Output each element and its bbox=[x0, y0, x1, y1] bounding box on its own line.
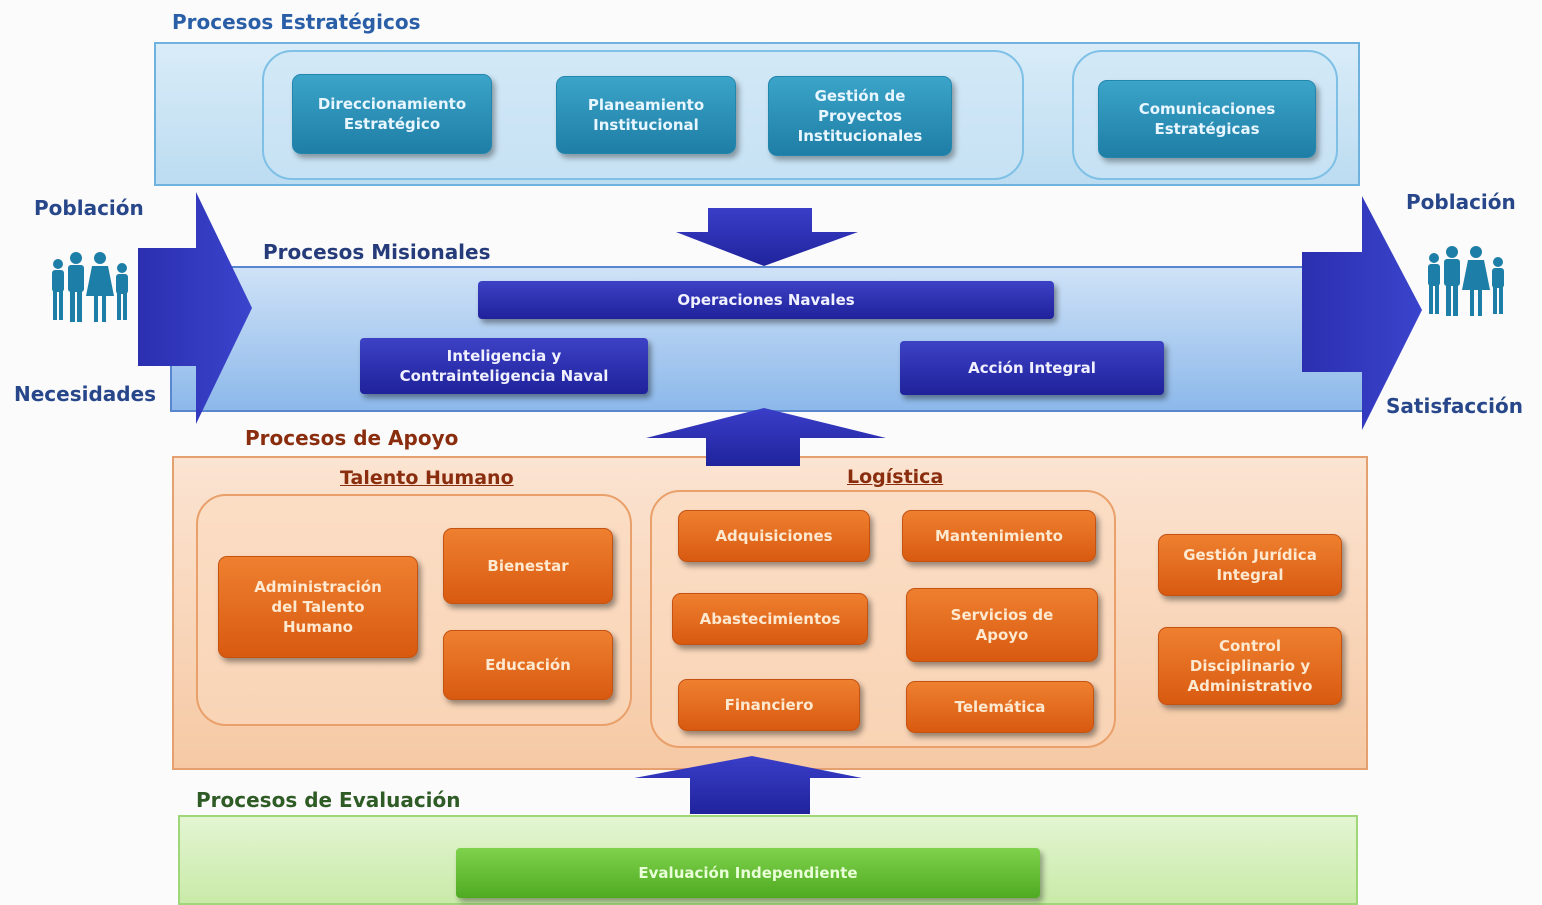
box-operaciones-navales: Operaciones Navales bbox=[478, 281, 1054, 319]
left-top-label: Población bbox=[34, 196, 144, 220]
support-title: Procesos de Apoyo bbox=[245, 426, 459, 450]
box-accion-integral: Acción Integral bbox=[900, 341, 1164, 395]
support-to-mission-arrow bbox=[646, 408, 886, 466]
output-arrow bbox=[1302, 196, 1422, 430]
right-top-label: Población bbox=[1406, 190, 1516, 214]
box-educacion: Educación bbox=[443, 630, 613, 700]
box-evaluacion-independiente: Evaluación Independiente bbox=[456, 848, 1040, 898]
input-arrow bbox=[138, 192, 252, 424]
evaluation-to-support-arrow bbox=[634, 756, 862, 814]
strategic-title: Procesos Estratégicos bbox=[172, 10, 421, 34]
box-bienestar: Bienestar bbox=[443, 528, 613, 604]
box-adquisiciones: Adquisiciones bbox=[678, 510, 870, 562]
evaluation-title: Procesos de Evaluación bbox=[196, 788, 461, 812]
left-bottom-label: Necesidades bbox=[14, 382, 157, 406]
box-abastecimientos: Abastecimientos bbox=[672, 593, 868, 645]
talento-humano-title: Talento Humano bbox=[340, 467, 514, 489]
right-bottom-label: Satisfacción bbox=[1386, 394, 1523, 418]
box-mantenimiento: Mantenimiento bbox=[902, 510, 1096, 562]
people-icon bbox=[52, 252, 128, 322]
logistica-title: Logística bbox=[847, 466, 944, 488]
mission-title: Procesos Misionales bbox=[263, 240, 491, 264]
people-icon bbox=[1428, 246, 1504, 316]
strategic-to-mission-arrow bbox=[676, 208, 858, 266]
box-financiero: Financiero bbox=[678, 679, 860, 731]
box-telematica: Telemática bbox=[906, 681, 1094, 733]
